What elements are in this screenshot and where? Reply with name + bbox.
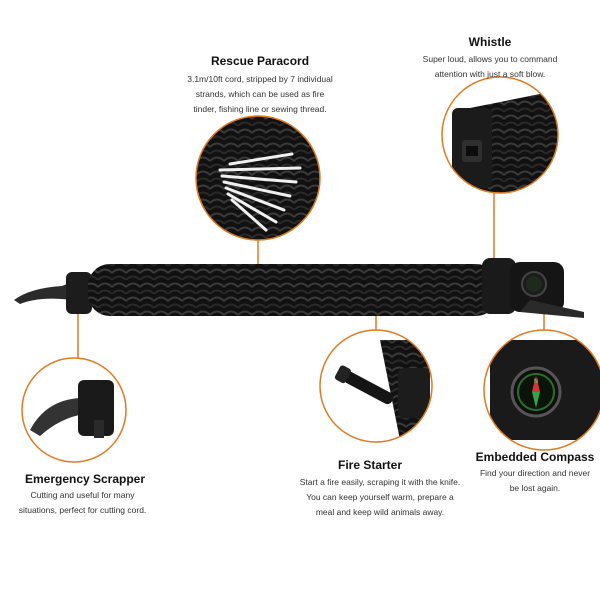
whistle-desc-line: Super loud, allows you to command (422, 54, 558, 64)
paracord-desc-line: 3.1m/10ft cord, stripped by 7 individual (187, 74, 333, 84)
whistle-desc-line: attention with just a soft blow. (434, 69, 546, 79)
whistle-description: Super loud, allows you to command attent… (400, 52, 580, 82)
bracelet (14, 258, 584, 318)
whistle-icon (442, 77, 558, 193)
compass-icon: N (484, 330, 600, 450)
paracord-strands-icon (196, 116, 320, 240)
compass-desc-line: be lost again. (509, 483, 561, 493)
svg-text:N: N (534, 379, 538, 385)
fire-starter-desc-line: You can keep yourself warm, prepare a (306, 492, 454, 502)
paracord-desc-line: strands, which can be used as fire (195, 89, 325, 99)
fire-starter-description: Start a fire easily, scraping it with th… (280, 475, 480, 520)
scrapper-desc-line: situations, perfect for cutting cord. (18, 505, 147, 515)
fire-starter-desc-line: Start a fire easily, scraping it with th… (299, 477, 461, 487)
fire-starter-title: Fire Starter (337, 458, 403, 472)
paracord-description: 3.1m/10ft cord, stripped by 7 individual… (165, 72, 355, 117)
scrapper-title: Emergency Scrapper (24, 472, 146, 486)
fire-starter-rod-icon (320, 330, 432, 442)
whistle-title: Whistle (468, 35, 512, 49)
compass-description: Find your direction and never be lost ag… (470, 466, 600, 496)
compass-title: Embedded Compass (475, 450, 595, 464)
compass-desc-line: Find your direction and never (479, 468, 591, 478)
fire-starter-desc-line: meal and keep wild animals away. (315, 507, 445, 517)
knife-blade-icon (22, 358, 126, 462)
paracord-desc-line: tinder, fishing line or sewing thread. (193, 104, 327, 114)
scrapper-description: Cutting and useful for many situations, … (0, 488, 165, 518)
scrapper-desc-line: Cutting and useful for many (30, 490, 135, 500)
paracord-title: Rescue Paracord (210, 54, 310, 68)
